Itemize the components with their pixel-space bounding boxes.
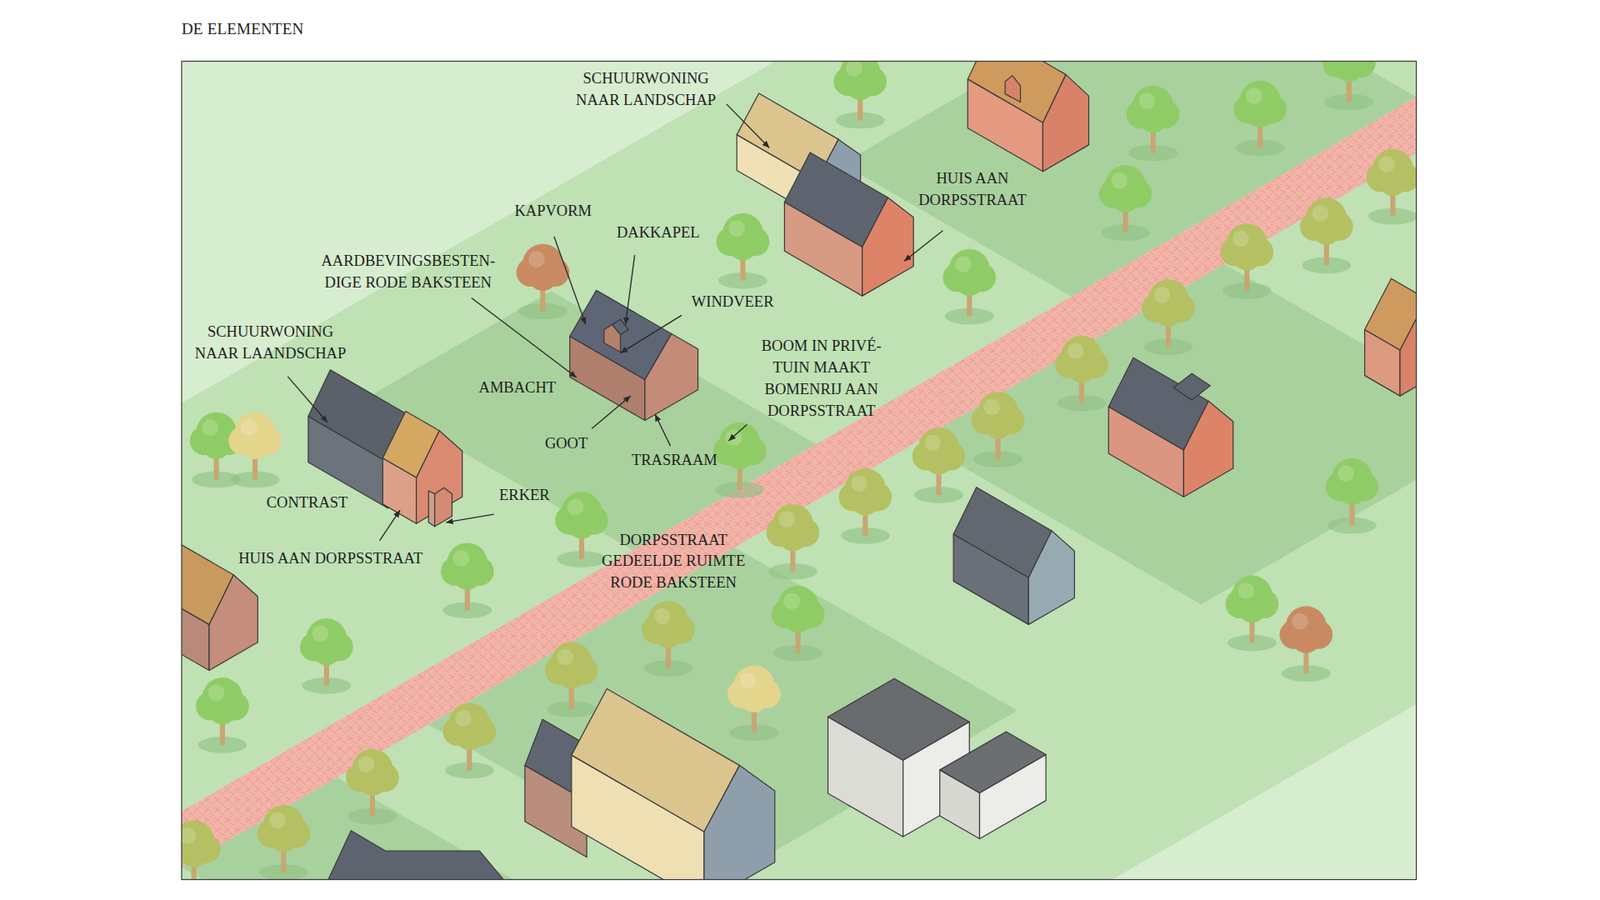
landscape-zone xyxy=(1112,704,1417,880)
leader-line xyxy=(445,514,495,523)
leader-line xyxy=(471,298,577,379)
leader-line xyxy=(904,230,944,262)
house xyxy=(953,487,1075,625)
callout-label: CONTRAST xyxy=(245,492,369,515)
trees xyxy=(1055,335,1109,412)
house xyxy=(784,152,914,296)
callout-label: DAKKAPEL xyxy=(596,222,720,245)
house xyxy=(1365,278,1417,396)
leader-line xyxy=(287,376,328,423)
house xyxy=(324,830,510,880)
callout-label: AMBACHT xyxy=(460,377,574,400)
leader-line xyxy=(591,395,631,429)
callout-label: GOOT xyxy=(525,433,608,455)
callout-label: SCHUURWONING NAAR LANDSCHAP xyxy=(564,68,728,112)
callout-label: TRASRAAM xyxy=(618,450,731,472)
callout-label: ERKER xyxy=(483,485,565,507)
leader-line xyxy=(554,236,586,325)
flat-building xyxy=(828,678,1047,839)
diagram-title: DE ELEMENTEN xyxy=(181,18,590,41)
trees xyxy=(181,805,310,880)
callout-label: HUIS AAN DORPSSTRAAT xyxy=(192,548,469,570)
frame xyxy=(181,60,1417,880)
callout-label: DORPSSTRAAT GEDEELDE RUIMTE RODE BAKSTEE… xyxy=(586,530,760,595)
callout-label: HUIS AAN DORPSSTRAAT xyxy=(900,168,1044,212)
scene xyxy=(181,60,1417,880)
leader-line xyxy=(728,424,747,441)
trees xyxy=(641,575,1279,677)
craft-house xyxy=(570,290,699,420)
callout-label: BOOM IN PRIVÉ- TUIN MAAKT BOMENRIJ AAN D… xyxy=(745,335,899,423)
leader-line xyxy=(625,255,635,325)
leader-line xyxy=(380,510,400,541)
callout-label: WINDVEER xyxy=(671,291,795,314)
leader-lines xyxy=(287,104,943,541)
leader-line xyxy=(620,315,681,353)
barn-house xyxy=(525,689,775,880)
village-street xyxy=(181,96,1417,867)
leader-line xyxy=(726,104,770,149)
callout-label: AARDBEVINGSBESTEN- DIGE RODE BAKSTEEN xyxy=(300,250,515,295)
trees xyxy=(716,149,1417,300)
callout-label: SCHUURWONING NAAR LAANDSCHAP xyxy=(185,321,355,365)
house xyxy=(1108,357,1234,497)
leader-line xyxy=(655,414,670,446)
house xyxy=(967,60,1089,171)
trees xyxy=(833,60,1375,161)
callout-label: KAPVORM xyxy=(491,200,615,223)
